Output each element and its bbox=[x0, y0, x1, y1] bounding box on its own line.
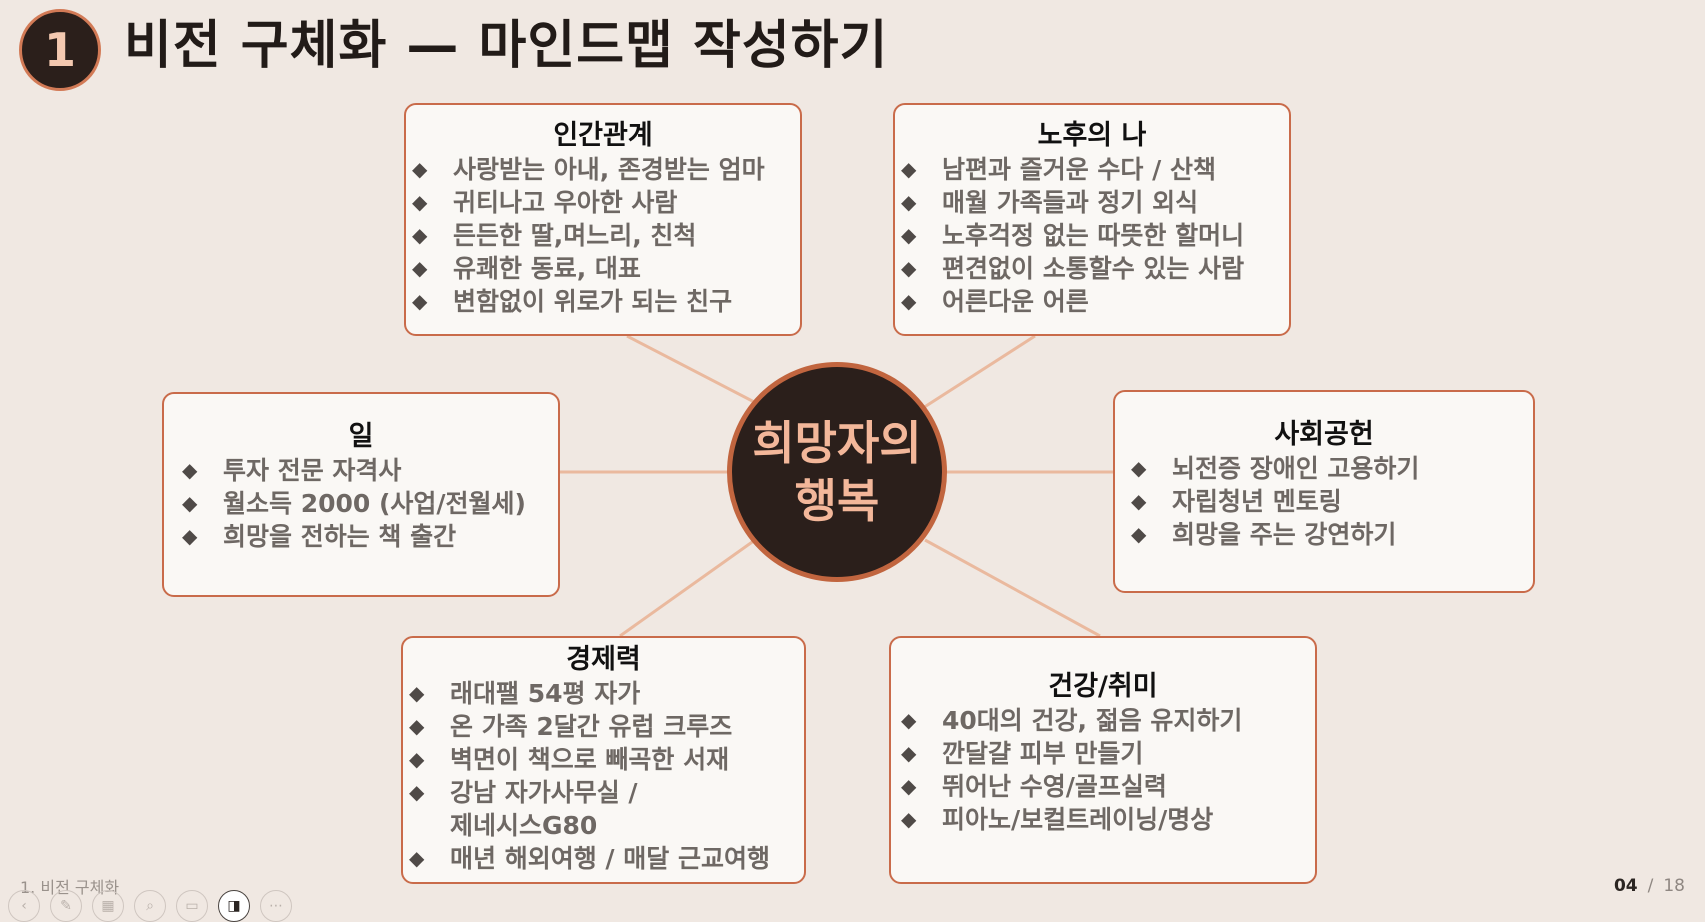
list-item: ◆피아노/보컬트레이닝/명상 bbox=[901, 805, 1214, 834]
box-item-list: ◆래대팰 54평 자가 ◆온 가족 2달간 유럽 크루즈 ◆벽면이 책으로 빼곡… bbox=[403, 677, 804, 875]
diamond-bullet-icon: ◆ bbox=[409, 846, 425, 870]
diamond-bullet-icon: ◆ bbox=[901, 708, 917, 732]
box-item-list: ◆40대의 건강, 젊음 유지하기 ◆깐달걀 피부 만들기 ◆뛰어난 수영/골프… bbox=[891, 704, 1315, 836]
list-item: ◆남편과 즐거운 수다 / 산책 bbox=[901, 155, 1216, 184]
diamond-bullet-icon: ◆ bbox=[409, 747, 425, 771]
box-title: 사회공헌 bbox=[1274, 419, 1374, 450]
total-pages: 18 bbox=[1663, 876, 1685, 896]
grid-icon[interactable]: ▦ bbox=[92, 890, 124, 922]
diamond-bullet-icon: ◆ bbox=[182, 524, 198, 548]
current-page: 04 bbox=[1613, 876, 1638, 896]
back-icon[interactable]: ‹ bbox=[8, 890, 40, 922]
page-separator: / bbox=[1647, 876, 1654, 896]
list-item: ◆편견없이 소통할수 있는 사람 bbox=[901, 254, 1245, 283]
diamond-bullet-icon: ◆ bbox=[901, 157, 917, 181]
section-footer-label: 1. 비전 구체화 bbox=[20, 878, 120, 897]
presentation-toolbar: ‹ ✎ ▦ ⌕ ▭ ◨ ⋯ bbox=[8, 890, 292, 922]
mindmap-box-old-age: 노후의 나 ◆남편과 즐거운 수다 / 산책 ◆매월 가족들과 정기 외식 ◆노… bbox=[893, 103, 1291, 336]
diamond-bullet-icon: ◆ bbox=[409, 714, 425, 738]
mindmap-box-wealth: 경제력 ◆래대팰 54평 자가 ◆온 가족 2달간 유럽 크루즈 ◆벽면이 책으… bbox=[401, 636, 806, 884]
list-item: ◆자립청년 멘토링 bbox=[1131, 487, 1342, 516]
connector-wealth bbox=[619, 538, 756, 638]
diamond-bullet-icon: ◆ bbox=[1131, 456, 1147, 480]
more-icon[interactable]: ⋯ bbox=[260, 890, 292, 922]
diamond-bullet-icon: ◆ bbox=[901, 741, 917, 765]
center-node-label: 희망자의 행복 bbox=[752, 416, 922, 528]
list-item: ◆변함없이 위로가 되는 친구 bbox=[412, 287, 733, 316]
box-item-list: ◆사랑받는 아내, 존경받는 엄마 ◆귀티나고 우아한 사람 ◆든든한 딸,며느… bbox=[406, 153, 800, 318]
diamond-bullet-icon: ◆ bbox=[901, 289, 917, 313]
list-item: ◆강남 자가사무실 /제네시스G80 bbox=[409, 778, 638, 840]
list-item: ◆뛰어난 수영/골프실력 bbox=[901, 772, 1167, 801]
diamond-bullet-icon: ◆ bbox=[1131, 489, 1147, 513]
diamond-bullet-icon: ◆ bbox=[901, 774, 917, 798]
list-item: ◆든든한 딸,며느리, 친척 bbox=[412, 221, 697, 250]
mindmap-box-social: 사회공헌 ◆뇌전증 장애인 고용하기 ◆자립청년 멘토링 ◆희망을 주는 강연하… bbox=[1113, 390, 1535, 593]
camera-icon[interactable]: ◨ bbox=[218, 890, 250, 922]
list-item: ◆희망을 주는 강연하기 bbox=[1131, 520, 1397, 549]
section-number: 1 bbox=[43, 23, 76, 77]
diamond-bullet-icon: ◆ bbox=[901, 256, 917, 280]
diamond-bullet-icon: ◆ bbox=[1131, 522, 1147, 546]
list-item: ◆온 가족 2달간 유럽 크루즈 bbox=[409, 712, 733, 741]
list-item: ◆노후걱정 없는 따뜻한 할머니 bbox=[901, 221, 1245, 250]
box-title: 인간관계 bbox=[553, 120, 653, 151]
box-title: 일 bbox=[348, 421, 374, 452]
section-number-badge: 1 bbox=[19, 9, 101, 91]
connector-relationships bbox=[626, 334, 761, 407]
mindmap-box-work: 일 ◆투자 전문 자격사 ◆월소득 2000 (사업/전월세) ◆희망을 전하는… bbox=[162, 392, 560, 597]
center-node: 희망자의 행복 bbox=[727, 362, 947, 582]
diamond-bullet-icon: ◆ bbox=[412, 256, 428, 280]
diamond-bullet-icon: ◆ bbox=[182, 491, 198, 515]
diamond-bullet-icon: ◆ bbox=[182, 458, 198, 482]
list-item: ◆투자 전문 자격사 bbox=[182, 456, 402, 485]
zoom-icon[interactable]: ⌕ bbox=[134, 890, 166, 922]
list-item: ◆월소득 2000 (사업/전월세) bbox=[182, 489, 526, 518]
diamond-bullet-icon: ◆ bbox=[412, 223, 428, 247]
box-item-list: ◆남편과 즐거운 수다 / 산책 ◆매월 가족들과 정기 외식 ◆노후걱정 없는… bbox=[895, 153, 1289, 318]
connector-old-age bbox=[911, 334, 1036, 417]
diamond-bullet-icon: ◆ bbox=[409, 780, 425, 804]
list-item: ◆벽면이 책으로 빼곡한 서재 bbox=[409, 745, 730, 774]
box-title: 건강/취미 bbox=[1048, 671, 1158, 702]
box-item-list: ◆뇌전증 장애인 고용하기 ◆자립청년 멘토링 ◆희망을 주는 강연하기 bbox=[1115, 452, 1533, 551]
list-item: ◆뇌전증 장애인 고용하기 bbox=[1131, 454, 1420, 483]
connector-health bbox=[924, 538, 1101, 638]
list-item: ◆매월 가족들과 정기 외식 bbox=[901, 188, 1199, 217]
list-item: ◆40대의 건강, 젊음 유지하기 bbox=[901, 706, 1243, 735]
box-title: 경제력 bbox=[566, 644, 641, 675]
list-item: ◆깐달걀 피부 만들기 bbox=[901, 739, 1144, 768]
list-item: ◆매년 해외여행 / 매달 근교여행 bbox=[409, 844, 770, 873]
mindmap-box-health: 건강/취미 ◆40대의 건강, 젊음 유지하기 ◆깐달걀 피부 만들기 ◆뛰어난… bbox=[889, 636, 1317, 884]
list-item: ◆귀티나고 우아한 사람 bbox=[412, 188, 678, 217]
diamond-bullet-icon: ◆ bbox=[412, 289, 428, 313]
page-indicator: 04 / 18 bbox=[1614, 876, 1685, 896]
subtitle-icon[interactable]: ▭ bbox=[176, 890, 208, 922]
list-item: ◆유쾌한 동료, 대표 bbox=[412, 254, 641, 283]
diamond-bullet-icon: ◆ bbox=[409, 681, 425, 705]
diamond-bullet-icon: ◆ bbox=[412, 157, 428, 181]
mindmap-box-relationships: 인간관계 ◆사랑받는 아내, 존경받는 엄마 ◆귀티나고 우아한 사람 ◆든든한… bbox=[404, 103, 802, 336]
diamond-bullet-icon: ◆ bbox=[901, 807, 917, 831]
diamond-bullet-icon: ◆ bbox=[901, 190, 917, 214]
list-item: ◆희망을 전하는 책 출간 bbox=[182, 522, 457, 551]
page-title: 비전 구체화 — 마인드맵 작성하기 bbox=[124, 16, 889, 76]
list-item: ◆사랑받는 아내, 존경받는 엄마 bbox=[412, 155, 765, 184]
diamond-bullet-icon: ◆ bbox=[412, 190, 428, 214]
diamond-bullet-icon: ◆ bbox=[901, 223, 917, 247]
pen-icon[interactable]: ✎ bbox=[50, 890, 82, 922]
list-item: ◆래대팰 54평 자가 bbox=[409, 679, 641, 708]
box-item-list: ◆투자 전문 자격사 ◆월소득 2000 (사업/전월세) ◆희망을 전하는 책… bbox=[164, 454, 558, 553]
box-title: 노후의 나 bbox=[1037, 120, 1147, 151]
list-item: ◆어른다운 어른 bbox=[901, 287, 1089, 316]
